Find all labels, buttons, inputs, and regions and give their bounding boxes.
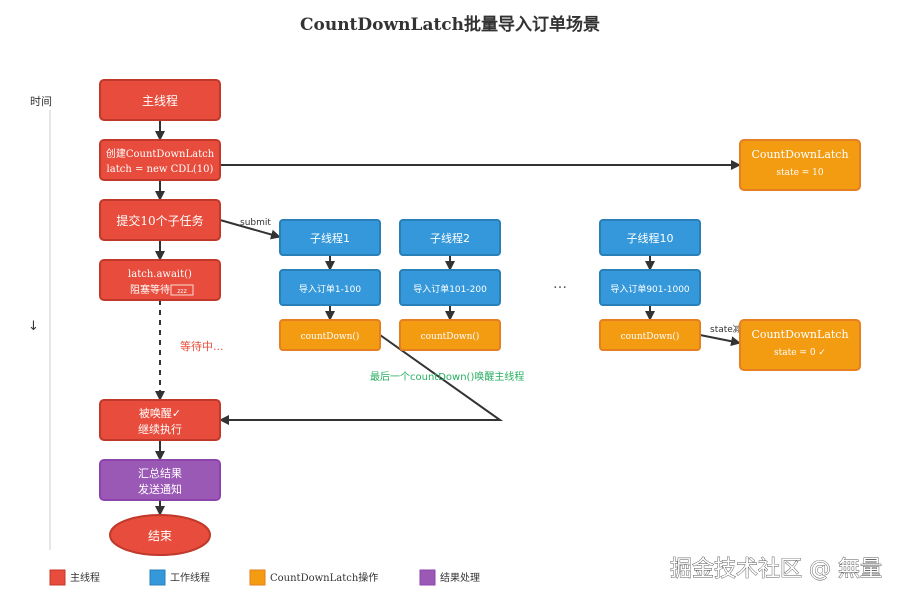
timeline-label: 时间 bbox=[30, 95, 52, 108]
create-line1: 创建CountDownLatch bbox=[106, 147, 215, 160]
legend-label-cdl: CountDownLatch操作 bbox=[270, 571, 378, 584]
worker-1: 子线程1 导入订单1-100 countDown() bbox=[279, 219, 381, 351]
woken-line1: 被唤醒✓ bbox=[139, 406, 181, 420]
summary-line2: 发送通知 bbox=[138, 482, 182, 496]
worker-10-task: 导入订单901-1000 bbox=[610, 283, 690, 295]
arrow-op-to-cdl-final bbox=[699, 334, 741, 347]
end-label: 结束 bbox=[148, 529, 172, 543]
cdl-final-title: CountDownLatch bbox=[751, 328, 848, 341]
main-thread-label: 主线程 bbox=[142, 93, 178, 108]
cdl-initial-title: CountDownLatch bbox=[751, 148, 848, 161]
arrow-submit-to-worker bbox=[219, 219, 281, 240]
cdl-initial-state: state = 10 bbox=[776, 168, 824, 178]
sleep-badge bbox=[170, 284, 194, 296]
arrow-countdown-wakeup bbox=[219, 334, 504, 425]
worker-2-op: countDown() bbox=[421, 331, 480, 342]
legend-label-main: 主线程 bbox=[70, 571, 100, 584]
await-line1: latch.await() bbox=[128, 269, 192, 280]
node-end: 结束 bbox=[109, 514, 211, 556]
node-summary: 汇总结果 发送通知 bbox=[99, 459, 221, 501]
waiting-label: 等待中... bbox=[180, 339, 224, 353]
diagram-title: CountDownLatch批量导入订单场景 bbox=[300, 14, 600, 35]
summary-line1: 汇总结果 bbox=[138, 466, 182, 480]
worker-1-name: 子线程1 bbox=[310, 231, 350, 245]
workers-ellipsis: … bbox=[553, 276, 567, 292]
last-countdown-note: 最后一个countDown()唤醒主线程 bbox=[370, 370, 524, 383]
node-cdl-final: CountDownLatch state = 0 ✓ bbox=[739, 319, 861, 371]
legend-label-worker: 工作线程 bbox=[170, 571, 210, 584]
legend-swatch-result bbox=[419, 569, 436, 586]
sleep-badge-text: zzz bbox=[177, 288, 186, 295]
await-line2: 阻塞等待 bbox=[130, 283, 170, 296]
submit-label: submit bbox=[240, 218, 271, 228]
watermark: 掘金技术社区 @ 無量 bbox=[670, 557, 882, 582]
timeline-arrow: ↓ bbox=[28, 319, 39, 334]
legend-swatch-worker bbox=[149, 569, 166, 586]
node-create-latch: 创建CountDownLatch latch = new CDL(10) bbox=[99, 139, 221, 181]
create-line2: latch = new CDL(10) bbox=[107, 164, 214, 175]
worker-10: 子线程10 导入订单901-1000 countDown() bbox=[599, 219, 701, 351]
node-submit-tasks: 提交10个子任务 bbox=[99, 199, 221, 241]
node-await: latch.await() 阻塞等待 zzz bbox=[99, 259, 221, 301]
node-cdl-initial: CountDownLatch state = 10 bbox=[739, 139, 861, 191]
node-woken: 被唤醒✓ 继续执行 bbox=[99, 399, 221, 441]
node-main-thread: 主线程 bbox=[99, 79, 221, 121]
legend-swatch-cdl bbox=[249, 569, 266, 586]
cdl-final-state: state = 0 ✓ bbox=[774, 348, 826, 358]
worker-10-name: 子线程10 bbox=[627, 231, 674, 245]
worker-1-task: 导入订单1-100 bbox=[299, 283, 361, 295]
legend-label-result: 结果处理 bbox=[440, 571, 480, 584]
woken-line2: 继续执行 bbox=[138, 422, 182, 436]
worker-1-op: countDown() bbox=[301, 331, 360, 342]
submit-tasks-label: 提交10个子任务 bbox=[116, 213, 203, 228]
legend: 主线程 工作线程 CountDownLatch操作 结果处理 bbox=[49, 569, 480, 586]
worker-2-name: 子线程2 bbox=[430, 231, 470, 245]
worker-10-op: countDown() bbox=[621, 331, 680, 342]
worker-2-task: 导入订单101-200 bbox=[413, 283, 487, 295]
legend-swatch-main bbox=[49, 569, 66, 586]
worker-2: 子线程2 导入订单101-200 countDown() bbox=[399, 219, 501, 351]
